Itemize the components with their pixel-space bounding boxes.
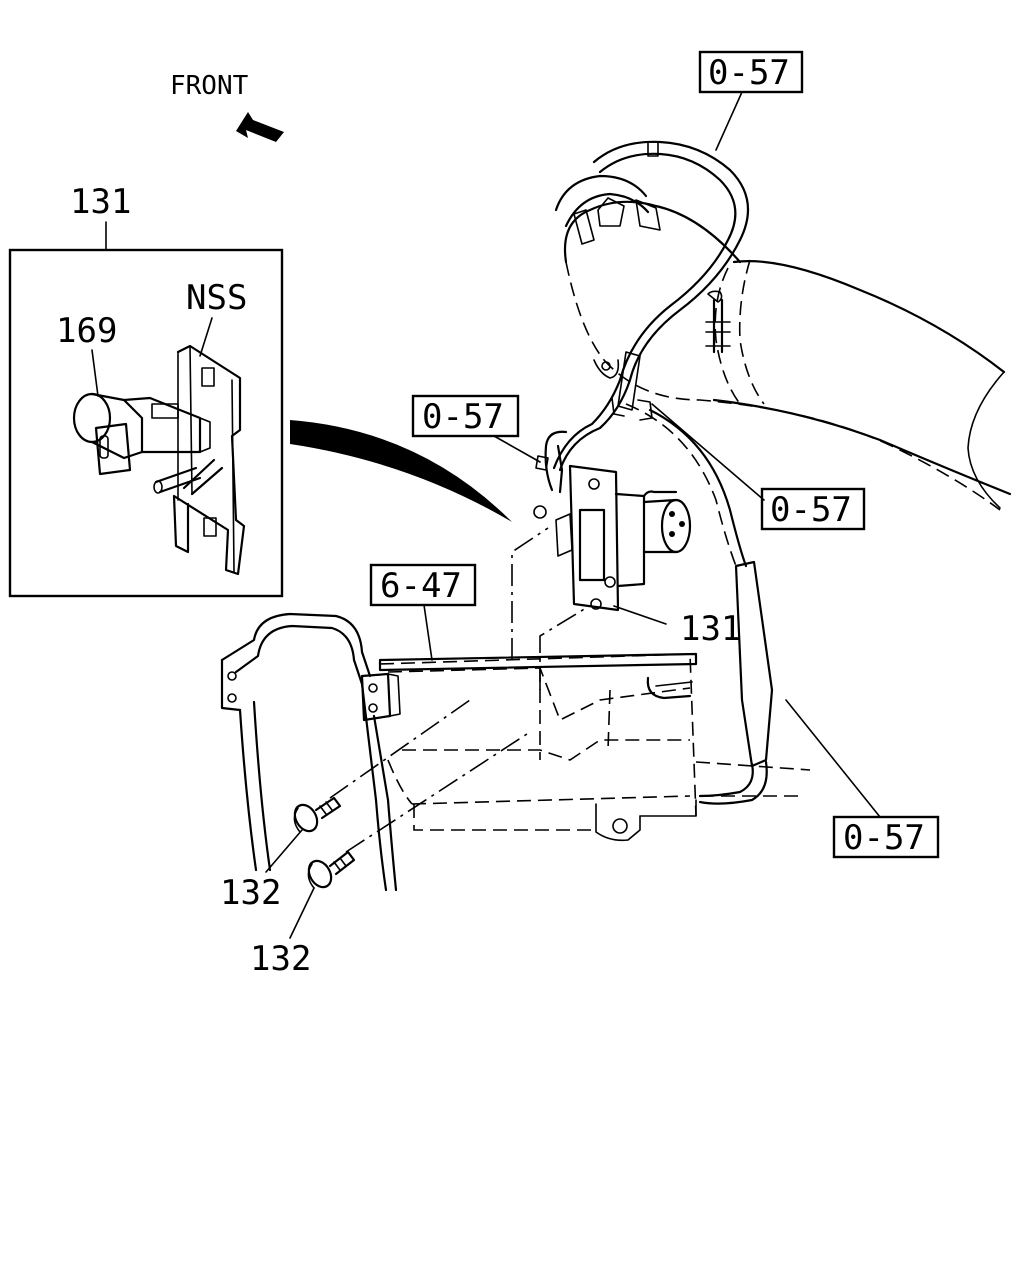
callout-6-47: 6-47 bbox=[369, 563, 477, 661]
svg-text:0-57: 0-57 bbox=[708, 53, 790, 93]
callout-132-upper: 132 bbox=[220, 829, 303, 913]
inset-detail: 131 NSS 169 bbox=[8, 182, 284, 598]
svg-text:0-57: 0-57 bbox=[422, 397, 504, 437]
intake-duct bbox=[554, 174, 1012, 511]
inset-bracket bbox=[172, 344, 246, 576]
inset-frame bbox=[8, 248, 284, 598]
pointer-wedge-icon bbox=[290, 420, 512, 522]
svg-text:0-57: 0-57 bbox=[770, 490, 852, 530]
svg-text:131: 131 bbox=[680, 609, 741, 649]
callout-0-57-mid-right: 0-57 bbox=[651, 403, 866, 531]
callout-131-inset: 131 bbox=[70, 182, 131, 222]
vacuum-hoses bbox=[535, 140, 811, 805]
callout-132-lower: 132 bbox=[250, 887, 315, 979]
callout-0-57-top: 0-57 bbox=[698, 50, 804, 151]
assembly-lines bbox=[329, 527, 587, 853]
callout-0-57-mid-left: 0-57 bbox=[411, 394, 541, 463]
main-assembly bbox=[220, 140, 1012, 892]
bolt-132-lower bbox=[307, 850, 356, 889]
svg-text:6-47: 6-47 bbox=[380, 566, 462, 606]
front-indicator: FRONT bbox=[170, 71, 284, 142]
svg-text:0-57: 0-57 bbox=[843, 818, 925, 858]
lower-panel bbox=[360, 652, 698, 842]
callout-169: 169 bbox=[56, 311, 117, 351]
svg-text:132: 132 bbox=[220, 873, 281, 913]
bolt-132-upper bbox=[293, 796, 342, 833]
svg-text:132: 132 bbox=[250, 939, 311, 979]
callout-0-57-bottom: 0-57 bbox=[785, 699, 940, 859]
inset-valve bbox=[72, 392, 224, 496]
front-arrow-icon bbox=[236, 112, 284, 142]
front-label: FRONT bbox=[170, 71, 249, 101]
callout-nss: NSS bbox=[186, 278, 247, 318]
installed-valve bbox=[533, 464, 692, 612]
callout-131-main: 131 bbox=[613, 605, 741, 649]
frame-housing bbox=[220, 612, 413, 892]
